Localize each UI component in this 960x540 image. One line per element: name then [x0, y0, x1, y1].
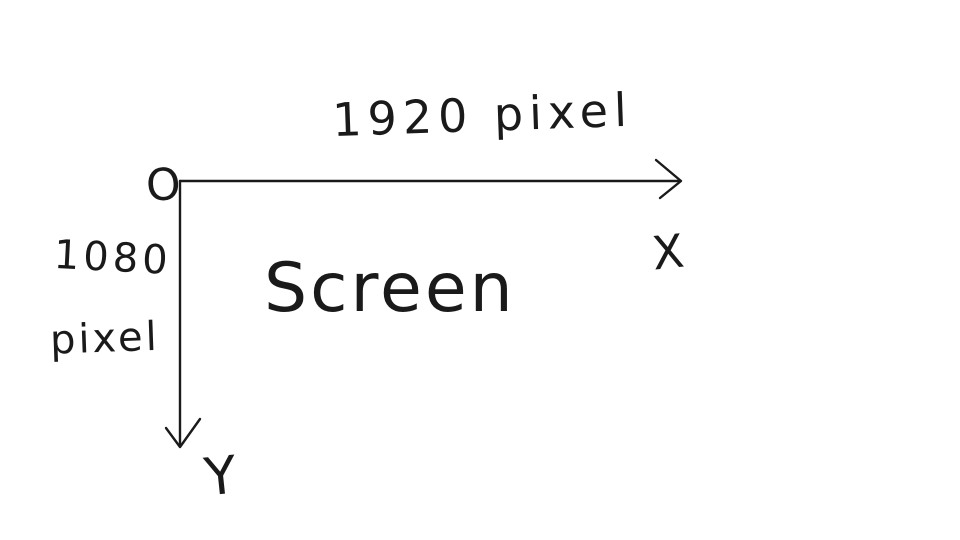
- y-axis-arrowhead: [164, 417, 202, 449]
- x-axis-arrowhead: [654, 158, 683, 200]
- y-extent-unit: pixel: [49, 314, 160, 364]
- y-extent-value: 1080: [53, 232, 173, 284]
- x-extent-label: 1920 pixel: [331, 83, 633, 147]
- center-label: Screen: [264, 249, 516, 328]
- y-axis-label: Y: [201, 445, 240, 508]
- origin-label: O: [144, 159, 182, 212]
- x-axis-label: X: [649, 224, 686, 281]
